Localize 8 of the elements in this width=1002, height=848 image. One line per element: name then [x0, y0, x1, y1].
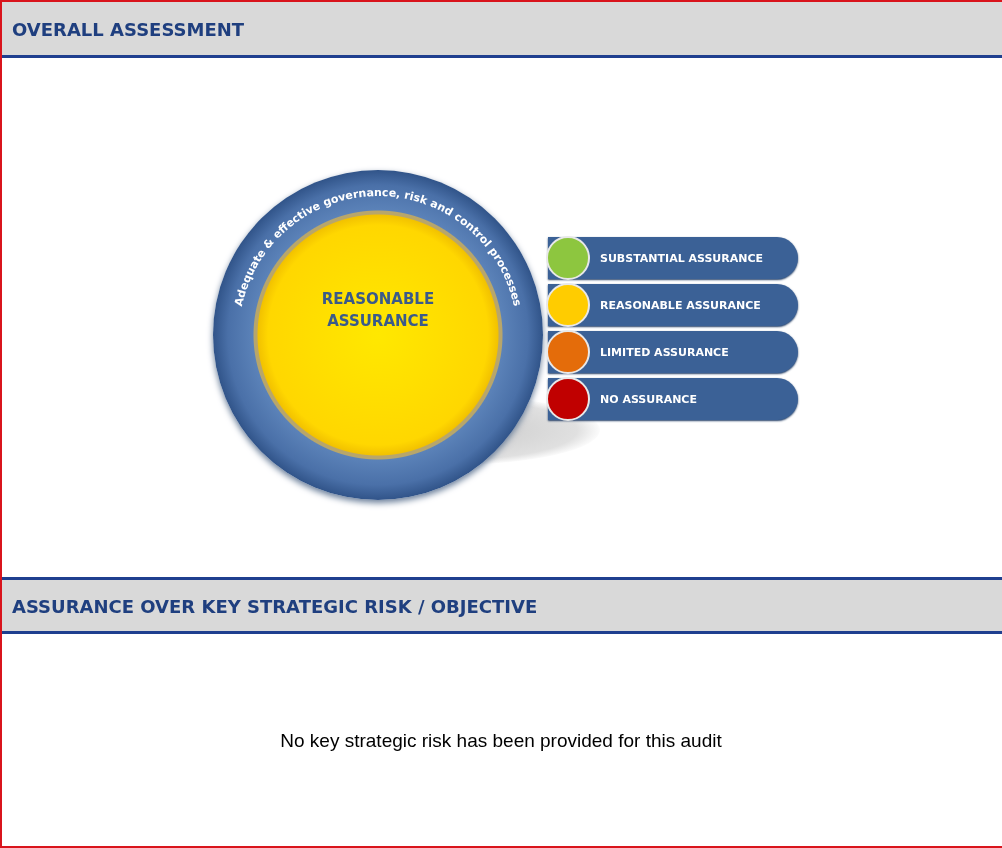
note-text: No key strategic risk has been provided for this audit [279, 730, 723, 752]
legend-text: NO ASSURANCE [600, 392, 697, 406]
section-title: ASSURANCE OVER KEY STRATEGIC RISK / OBJECTIVE [12, 595, 538, 616]
legend-text: SUBSTANTIAL ASSURANCE [600, 251, 764, 265]
legend-text: LIMITED ASSURANCE [600, 345, 729, 359]
assessment-text: REASONABLE ASSURANCE [308, 288, 448, 338]
section-title: OVERALL ASSESSMENT [12, 18, 245, 39]
legend-text: REASONABLE ASSURANCE [600, 298, 761, 312]
